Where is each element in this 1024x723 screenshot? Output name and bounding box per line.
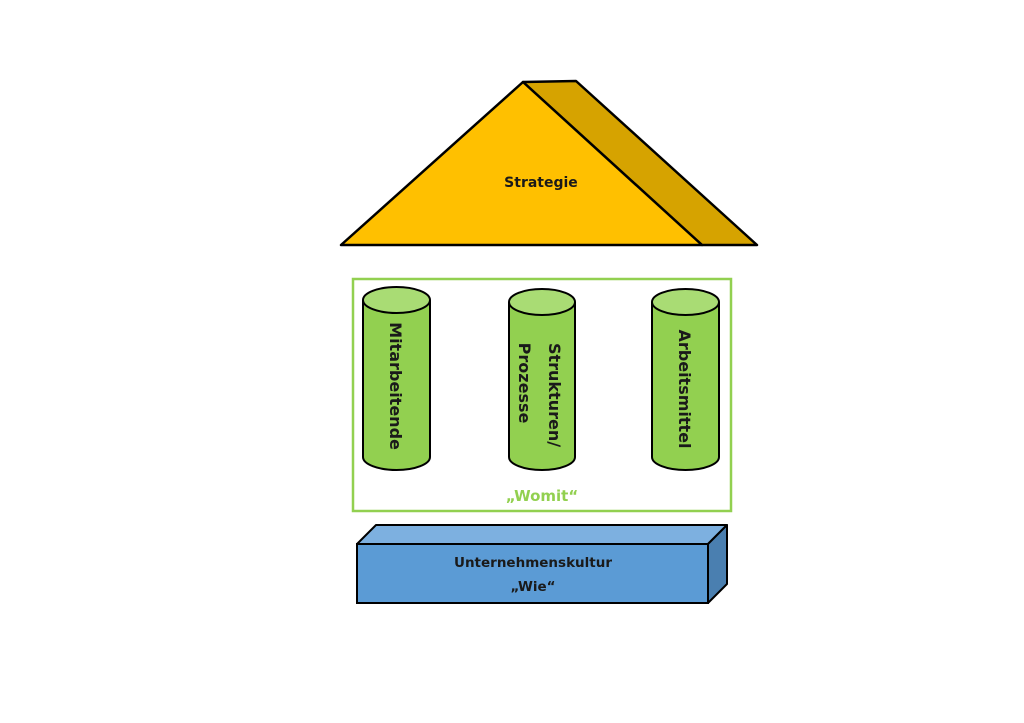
foundation: Unternehmenskultur „Wie“ xyxy=(356,524,728,604)
pillar-label: Mitarbeitende xyxy=(386,322,405,450)
pillar-top xyxy=(651,288,720,316)
pillar-top xyxy=(362,286,431,314)
pillar-body xyxy=(508,302,576,471)
roof-front xyxy=(339,80,704,247)
pillar-label-line2: Prozesse xyxy=(515,343,534,424)
foundation-sublabel: „Wie“ xyxy=(510,579,555,595)
foundation-front xyxy=(356,543,709,604)
roof-label: Strategie xyxy=(504,175,578,191)
pillar-top xyxy=(508,288,576,316)
roof: Strategie xyxy=(339,79,759,247)
foundation-top xyxy=(356,524,728,545)
pillar-label: Arbeitsmittel xyxy=(675,329,694,448)
frame-label: „Womit“ xyxy=(506,487,578,505)
pillar-label-line1: Strukturen/ xyxy=(545,343,564,447)
pillar-body xyxy=(362,300,431,471)
womit-frame: „Womit“ xyxy=(351,277,733,513)
frame-border xyxy=(351,277,733,513)
pillar-arbeitsmittel: Arbeitsmittel xyxy=(651,288,720,471)
foundation-label: Unternehmenskultur xyxy=(454,555,612,571)
pillar-mitarbeitende: Mitarbeitende xyxy=(362,286,431,471)
pillar-strukturen-prozesse: Strukturen/ Prozesse xyxy=(508,288,576,471)
pillar-body xyxy=(651,302,720,471)
